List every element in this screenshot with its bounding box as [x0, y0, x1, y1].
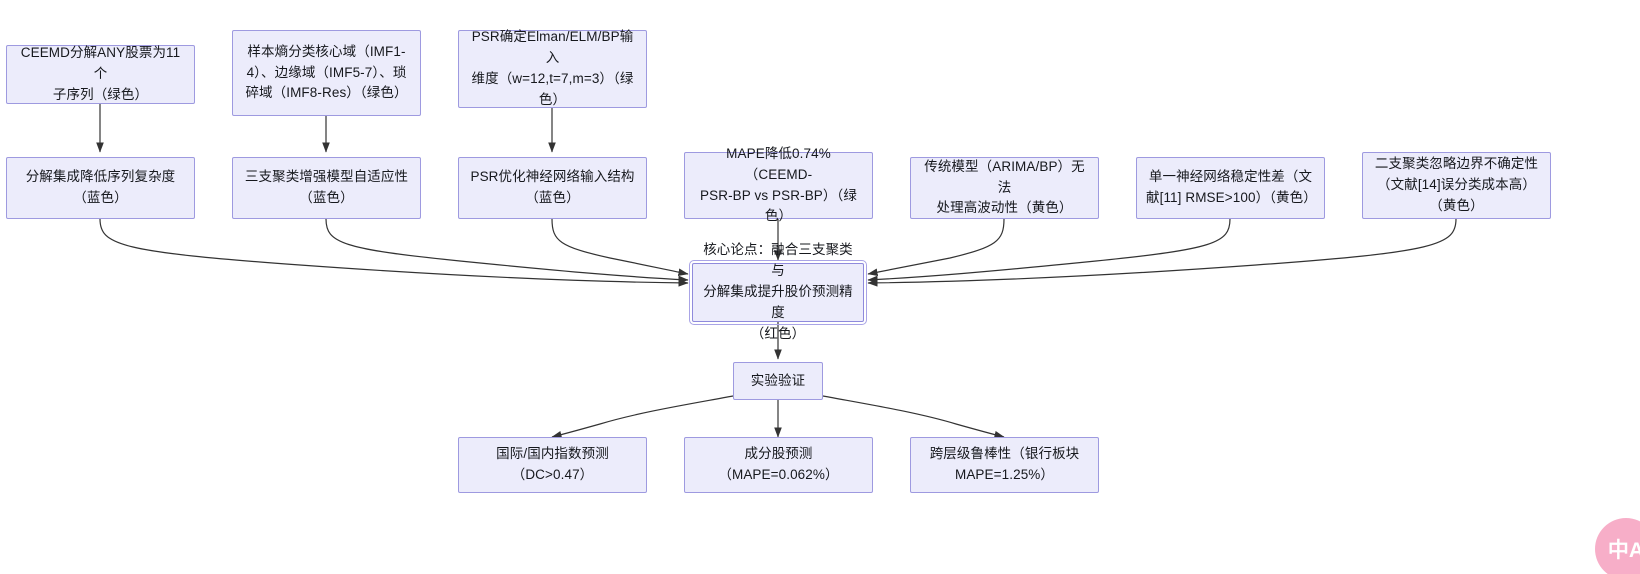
edge-experiment-to-index [551, 395, 734, 439]
node-single-nn-instability[interactable]: 单一神经网络稳定性差（文 献[11] RMSE>100）（黄色） [1136, 157, 1325, 219]
node-decomp-reduce-complexity[interactable]: 分解集成降低序列复杂度 （蓝色） [6, 157, 195, 219]
node-three-way-clustering-label: 三支聚类增强模型自适应性 （蓝色） [244, 169, 409, 205]
node-ceemd-decompose[interactable]: CEEMD分解ANY股票为11个 子序列（绿色） [6, 45, 195, 104]
node-sample-entropy-label: 样本熵分类核心域（IMF1- 4）、边缘域（IMF5-7）、琐 碎域（IMF8-… [245, 43, 408, 101]
node-core-argument[interactable]: 核心论点：融合三支聚类与 分解集成提升股价预测精度 （红色） [689, 242, 867, 341]
node-core-argument-label: 核心论点：融合三支聚类与 分解集成提升股价预测精度 （红色） [703, 242, 853, 341]
node-experiment-validation[interactable]: 实验验证 [733, 362, 823, 400]
edge-structure-to-core [551, 218, 689, 277]
node-cross-level-robustness-label: 跨层级鲁棒性（银行板块 MAPE=1.25%） [929, 446, 1080, 482]
node-psr-input-dim-label: PSR确定Elman/ELM/BP输入 维度（w=12,t=7,m=3）（绿 色… [471, 29, 634, 107]
node-single-nn-instability-label: 单一神经网络稳定性差（文 献[11] RMSE>100）（黄色） [1146, 169, 1317, 205]
edge-clustering-to-core [325, 218, 689, 284]
node-psr-input-dim[interactable]: PSR确定Elman/ELM/BP输入 维度（w=12,t=7,m=3）（绿 色… [458, 29, 647, 108]
node-three-way-clustering[interactable]: 三支聚类增强模型自适应性 （蓝色） [232, 157, 421, 219]
node-constituent-stock-forecast-label: 成分股预测 （MAPE=0.062%） [718, 446, 839, 482]
node-cross-level-robustness[interactable]: 跨层级鲁棒性（银行板块 MAPE=1.25%） [910, 437, 1099, 493]
node-decomp-reduce-complexity-label: 分解集成降低序列复杂度 （蓝色） [25, 169, 176, 205]
node-psr-optimize-structure[interactable]: PSR优化神经网络输入结构 （蓝色） [458, 157, 647, 219]
edge-experiment-to-robustness [822, 395, 1005, 439]
node-mape-reduction[interactable]: MAPE降低0.74%（CEEMD- PSR-BP vs PSR-BP）（绿 色… [684, 146, 873, 223]
edge-complexity-to-core [99, 218, 689, 287]
node-two-way-clustering-limit[interactable]: 二支聚类忽略边界不确定性 （文献[14]误分类成本高） （黄色） [1362, 152, 1551, 219]
node-index-forecast[interactable]: 国际/国内指数预测 （DC>0.47） [458, 437, 647, 493]
node-ceemd-decompose-label: CEEMD分解ANY股票为11个 子序列（绿色） [20, 45, 181, 102]
edge-twoway-to-core [867, 218, 1457, 287]
node-experiment-validation-label: 实验验证 [750, 372, 806, 388]
node-mape-reduction-label: MAPE降低0.74%（CEEMD- PSR-BP vs PSR-BP）（绿 色… [700, 145, 857, 224]
node-psr-optimize-structure-label: PSR优化神经网络输入结构 （蓝色） [470, 169, 635, 205]
watermark-badge: 中A [1595, 518, 1640, 574]
node-traditional-model-limit[interactable]: 传统模型（ARIMA/BP）无法 处理高波动性（黄色） [910, 157, 1099, 219]
watermark-label: 中A [1607, 539, 1640, 562]
node-sample-entropy[interactable]: 样本熵分类核心域（IMF1- 4）、边缘域（IMF5-7）、琐 碎域（IMF8-… [232, 30, 421, 116]
node-two-way-clustering-limit-label: 二支聚类忽略边界不确定性 （文献[14]误分类成本高） （黄色） [1374, 156, 1539, 213]
edge-singlenn-to-core [867, 218, 1231, 284]
node-constituent-stock-forecast[interactable]: 成分股预测 （MAPE=0.062%） [684, 437, 873, 493]
node-traditional-model-limit-label: 传统模型（ARIMA/BP）无法 处理高波动性（黄色） [924, 158, 1085, 216]
edge-traditional-to-core [867, 218, 1005, 277]
node-index-forecast-label: 国际/国内指数预测 （DC>0.47） [496, 446, 609, 482]
